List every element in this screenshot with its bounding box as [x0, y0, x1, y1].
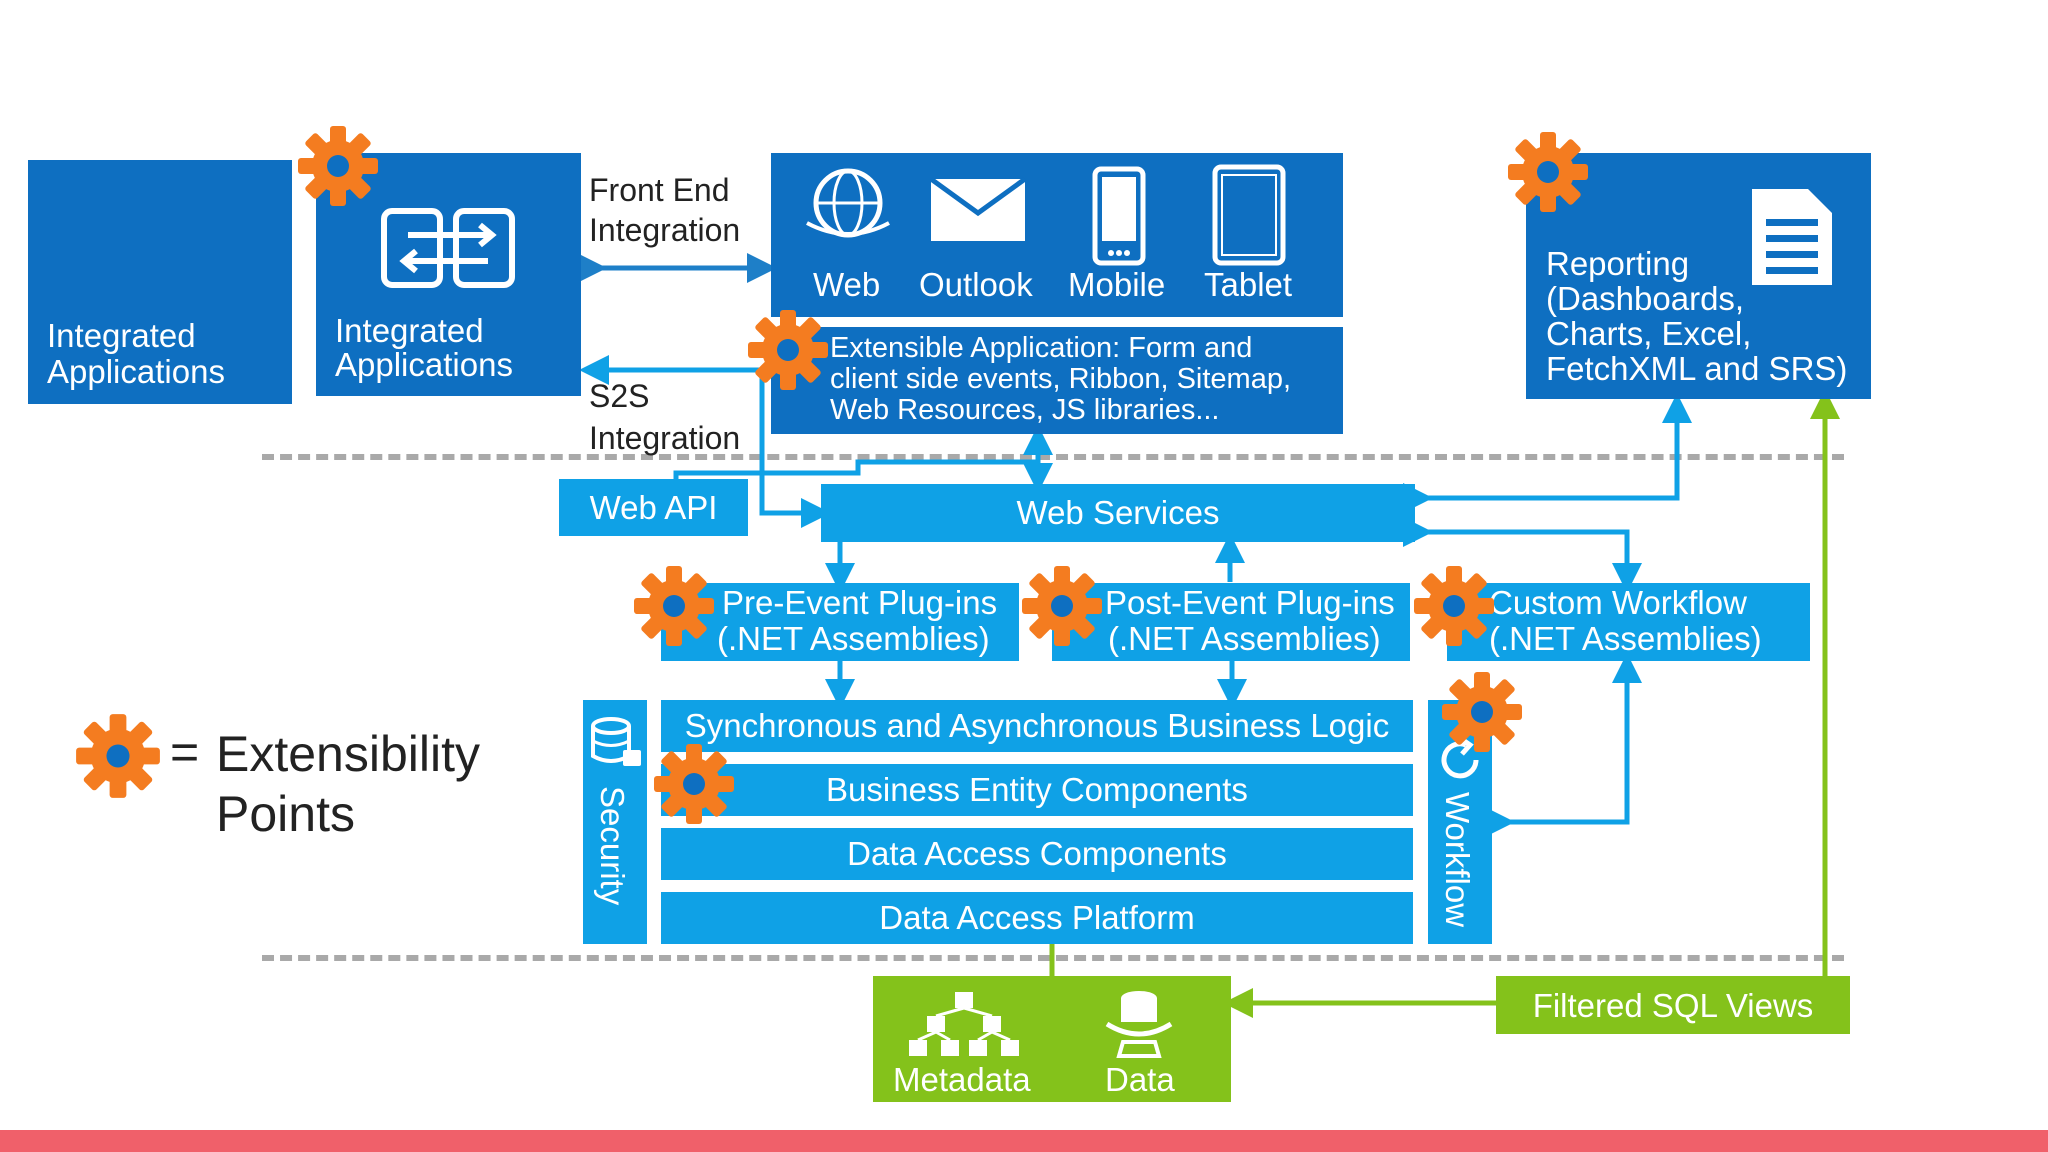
extensible-application-box: Extensible Application: Form and client … — [771, 327, 1343, 434]
business-logic-label: Synchronous and Asynchronous Business Lo… — [684, 707, 1390, 744]
reporting-line-1: Reporting — [1546, 245, 1690, 282]
globe-icon — [806, 168, 890, 238]
ext-app-line-1: Extensible Application: Form and — [830, 332, 1253, 364]
front-end-integration-label: Front End Integration — [589, 170, 740, 250]
gear-icon — [1022, 566, 1102, 646]
reporting-line-2: (Dashboards, — [1546, 280, 1745, 317]
web-services-label: Web Services — [1016, 494, 1220, 531]
hierarchy-icon — [909, 992, 1019, 1056]
footer-strip — [0, 1130, 2048, 1152]
ext-app-line-3: Web Resources, JS libraries... — [830, 394, 1220, 426]
workflow-label: Workflow — [1439, 792, 1476, 928]
security-label: Security — [594, 786, 631, 906]
clients-box: Web Outlook Mobile Tablet — [771, 153, 1343, 317]
custom-workflow-line-1: Custom Workflow — [1489, 584, 1747, 621]
s2s-integration-label: S2S Integration — [589, 375, 740, 459]
top-separator — [262, 454, 1844, 460]
post-event-plugins-box: Post-Event Plug-ins (.NET Assemblies) — [1052, 583, 1410, 661]
s2s-line-2: Integration — [589, 420, 741, 456]
storage-box: Metadata Data — [873, 976, 1231, 1102]
integrated-applications-box-left: Integrated Applications — [28, 160, 292, 404]
post-event-line-1: Post-Event Plug-ins — [1105, 584, 1395, 621]
reporting-line-3: Charts, Excel, — [1546, 315, 1752, 352]
gear-icon — [1442, 672, 1522, 752]
legend-line-1: Extensibility — [216, 726, 480, 782]
database-icon — [1105, 991, 1173, 1058]
business-logic-layer: Synchronous and Asynchronous Business Lo… — [661, 700, 1413, 752]
security-box: Security — [583, 700, 647, 944]
gear-icon — [748, 310, 828, 390]
tablet-icon — [1212, 164, 1286, 266]
data-access-platform-layer: Data Access Platform — [661, 892, 1413, 944]
filtered-sql-views-label: Filtered SQL Views — [1532, 987, 1814, 1024]
data-access-platform-label: Data Access Platform — [879, 899, 1195, 936]
client-label-tablet: Tablet — [1204, 266, 1293, 303]
data-access-components-label: Data Access Components — [847, 835, 1227, 872]
legend-text: Extensibility Points — [216, 724, 480, 844]
custom-workflow-box: Custom Workflow (.NET Assemblies) — [1447, 583, 1810, 661]
legend-equals: = — [170, 724, 200, 780]
envelope-icon — [929, 176, 1027, 241]
reporting-box: Reporting (Dashboards, Charts, Excel, Fe… — [1526, 153, 1871, 399]
data-label: Data — [1105, 1061, 1175, 1098]
web-services-box: Web Services — [821, 484, 1415, 542]
gear-icon — [1414, 566, 1494, 646]
integrated-apps-label-2: Applications — [335, 346, 513, 383]
pre-event-line-1: Pre-Event Plug-ins — [722, 584, 998, 621]
gear-icon — [1508, 132, 1588, 212]
database-lock-icon — [591, 717, 641, 766]
phone-icon — [1092, 166, 1146, 266]
legend-line-2: Points — [216, 786, 355, 842]
ext-app-line-2: client side events, Ribbon, Sitemap, — [830, 363, 1292, 395]
client-label-web: Web — [813, 266, 881, 303]
document-icon — [1752, 189, 1832, 285]
gear-icon — [634, 566, 714, 646]
filtered-sql-views-box: Filtered SQL Views — [1496, 976, 1850, 1034]
data-access-components-layer: Data Access Components — [661, 828, 1413, 880]
front-end-line-1: Front End — [589, 172, 730, 208]
reporting-line-4: FetchXML and SRS) — [1546, 350, 1848, 387]
custom-workflow-line-2: (.NET Assemblies) — [1489, 620, 1762, 657]
front-end-line-2: Integration — [589, 212, 741, 248]
metadata-label: Metadata — [893, 1061, 1031, 1098]
gear-icon — [298, 126, 378, 206]
left-box-label-2: Applications — [47, 353, 225, 390]
post-event-line-2: (.NET Assemblies) — [1108, 620, 1381, 657]
integrated-apps-label-1: Integrated — [335, 312, 484, 349]
s2s-line-1: S2S — [589, 378, 650, 414]
sync-arrows-icon — [381, 208, 515, 288]
business-entity-label: Business Entity Components — [826, 771, 1248, 808]
pre-event-line-2: (.NET Assemblies) — [717, 620, 990, 657]
client-label-outlook: Outlook — [919, 266, 1033, 303]
web-api-box: Web API — [559, 479, 748, 536]
web-api-label: Web API — [589, 489, 718, 526]
pre-event-plugins-box: Pre-Event Plug-ins (.NET Assemblies) — [661, 583, 1019, 661]
client-label-mobile: Mobile — [1068, 266, 1166, 303]
business-entity-layer: Business Entity Components — [661, 764, 1413, 816]
legend-gear-icon — [76, 714, 160, 798]
left-box-label-1: Integrated — [47, 317, 196, 354]
gear-icon — [654, 744, 734, 824]
